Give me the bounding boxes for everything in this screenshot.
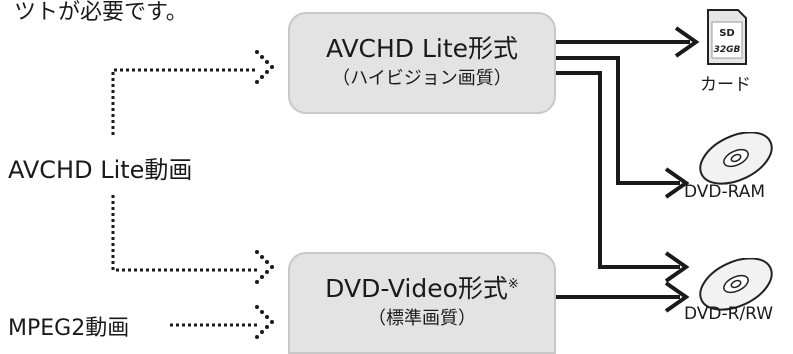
arrow-avchd-to-dvdrrw (556, 71, 680, 269)
arrowhead-dvdram (664, 167, 690, 199)
dvd-video-format-box: DVD-Video形式※ （標準画質） (288, 252, 556, 354)
footnote-mark: ※ (507, 277, 519, 292)
dvd-ram-label: DVD-RAM (684, 182, 766, 202)
arrow-avchd-to-dvdram (556, 56, 680, 185)
avchd-format-subtitle: （ハイビジョン画質） (332, 68, 512, 89)
dvd-ram-disc-icon (692, 131, 776, 186)
sd-card-icon: SD 32GB (704, 8, 748, 66)
arrowhead-card (674, 26, 700, 58)
sd-logo-text: SD (719, 28, 735, 39)
arrowhead-dvdrrw-bottom (664, 281, 690, 313)
source-mpeg2-video: MPEG2動画 (8, 316, 130, 341)
dotted-arrowheads (255, 50, 274, 339)
connector-source-to-avchd (111, 68, 258, 135)
sd-capacity-text: 32GB (714, 45, 741, 55)
avchd-lite-format-box: AVCHD Lite形式 （ハイビジョン画質） (288, 12, 556, 114)
dvd-r-rw-label: DVD-R/RW (684, 304, 774, 324)
avchd-format-title: AVCHD Lite形式 (325, 34, 519, 63)
connector-source-to-dvdvideo (111, 195, 258, 272)
dvd-r-rw-disc-icon (692, 257, 776, 312)
source-avchd-lite-video: AVCHD Lite動画 (8, 156, 193, 184)
dvd-video-format-subtitle: （標準画質） (368, 308, 476, 329)
arrowhead-dvdrrw-top (664, 251, 690, 283)
top-text-fragment: ツトが必要です。 (14, 0, 188, 25)
dvd-video-format-title: DVD-Video形式 (325, 274, 508, 303)
card-label: カード (700, 75, 751, 95)
